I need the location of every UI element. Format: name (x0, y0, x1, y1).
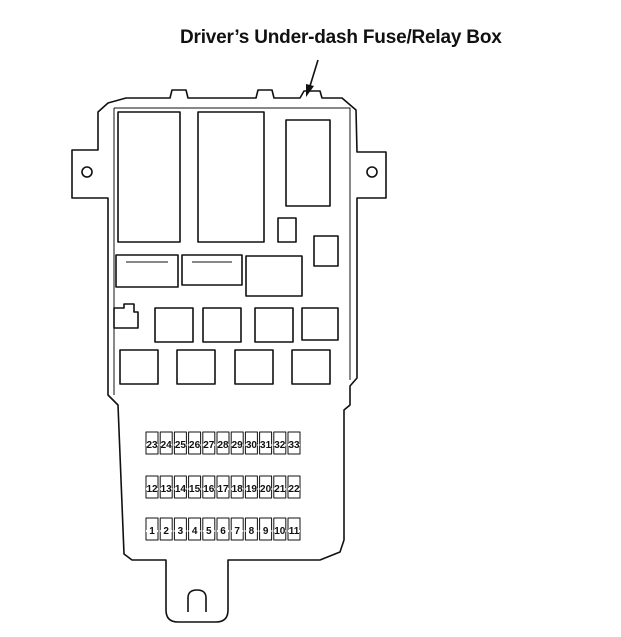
relay-square-7 (234, 349, 274, 385)
fuse-slot-20 (259, 475, 273, 499)
fuse-label-22: 22 (288, 484, 300, 495)
fuse-slot-15 (188, 475, 202, 499)
mount-hole-right (366, 166, 378, 178)
diagram-title: Driver’s Under-dash Fuse/Relay Box (180, 27, 502, 48)
fuse-label-12: 12 (146, 484, 158, 495)
fuse-label-19: 19 (246, 484, 258, 495)
fuse-label-14: 14 (175, 484, 187, 495)
fuse-label-30: 30 (246, 440, 258, 451)
bottom-tab-slot (187, 589, 207, 612)
fuse-slot-3 (173, 517, 187, 541)
fuse-label-33: 33 (288, 440, 300, 451)
fuse-slot-27 (202, 431, 216, 455)
fuse-label-21: 21 (274, 484, 286, 495)
fuse-slot-33 (287, 431, 301, 455)
fuse-label-17: 17 (217, 484, 229, 495)
connector-2 (181, 254, 243, 286)
fuse-label-26: 26 (189, 440, 201, 451)
fuse-slot-8 (244, 517, 258, 541)
fuse-label-29: 29 (232, 440, 244, 451)
fuse-label-28: 28 (217, 440, 229, 451)
fuse-label-2: 2 (163, 526, 169, 537)
fuse-label-6: 6 (220, 526, 226, 537)
fuse-slot-18 (230, 475, 244, 499)
relay-large-2 (197, 111, 265, 243)
fuse-label-20: 20 (260, 484, 272, 495)
fuse-slot-17 (216, 475, 230, 499)
fuse-label-8: 8 (249, 526, 255, 537)
relay-square-6 (176, 349, 216, 385)
fuse-label-18: 18 (232, 484, 244, 495)
fuse-label-9: 9 (263, 526, 269, 537)
relay-square-8 (291, 349, 331, 385)
diode-socket (113, 303, 139, 329)
fuse-slot-1 (145, 517, 159, 541)
fuse-slot-7 (230, 517, 244, 541)
housing-outline (71, 89, 387, 623)
relay-square-4 (301, 307, 339, 341)
fuse-slot-9 (259, 517, 273, 541)
fuse-slot-19 (244, 475, 258, 499)
fuse-label-10: 10 (274, 526, 286, 537)
fuse-slot-10 (273, 517, 287, 541)
fuse-label-7: 7 (234, 526, 240, 537)
fuse-label-11: 11 (289, 526, 300, 537)
fuse-label-24: 24 (161, 440, 173, 451)
relay-square-3 (254, 307, 294, 343)
fuse-slot-4 (188, 517, 202, 541)
fuse-slot-12 (145, 475, 159, 499)
fuse-label-5: 5 (206, 526, 212, 537)
fuse-label-32: 32 (274, 440, 286, 451)
relay-large-3 (285, 119, 331, 207)
connector-3 (245, 255, 303, 297)
fuse-slot-29 (230, 431, 244, 455)
relay-small-a (277, 217, 297, 243)
fuse-label-25: 25 (175, 440, 187, 451)
fuse-label-15: 15 (189, 484, 201, 495)
fuse-slot-11 (287, 517, 301, 541)
fuse-slot-26 (188, 431, 202, 455)
fuse-slot-23 (145, 431, 159, 455)
fuse-slot-30 (244, 431, 258, 455)
fuse-slot-24 (159, 431, 173, 455)
housing-inner-rim (113, 107, 351, 395)
mount-hole-left (81, 166, 93, 178)
relay-square-2 (202, 307, 242, 343)
fuse-label-31: 31 (260, 440, 272, 451)
fuse-slot-22 (287, 475, 301, 499)
fuse-slot-16 (202, 475, 216, 499)
fuse-slot-5 (202, 517, 216, 541)
fuse-label-4: 4 (192, 526, 198, 537)
fuse-label-13: 13 (161, 484, 173, 495)
fuse-slot-25 (173, 431, 187, 455)
fuse-label-3: 3 (178, 526, 184, 537)
connector-1 (115, 254, 179, 288)
fuse-slot-21 (273, 475, 287, 499)
fuse-slot-32 (273, 431, 287, 455)
fuse-slot-6 (216, 517, 230, 541)
relay-square-1 (154, 307, 194, 343)
fuse-label-16: 16 (203, 484, 215, 495)
fuse-label-27: 27 (203, 440, 215, 451)
fuse-slot-31 (259, 431, 273, 455)
relay-square-5 (119, 349, 159, 385)
fuse-slot-28 (216, 431, 230, 455)
relay-small-b (313, 235, 339, 267)
fuse-slot-13 (159, 475, 173, 499)
fuse-label-1: 1 (149, 526, 155, 537)
relay-large-1 (117, 111, 181, 243)
fuse-slot-14 (173, 475, 187, 499)
fuse-slot-2 (159, 517, 173, 541)
fuse-label-23: 23 (146, 440, 158, 451)
